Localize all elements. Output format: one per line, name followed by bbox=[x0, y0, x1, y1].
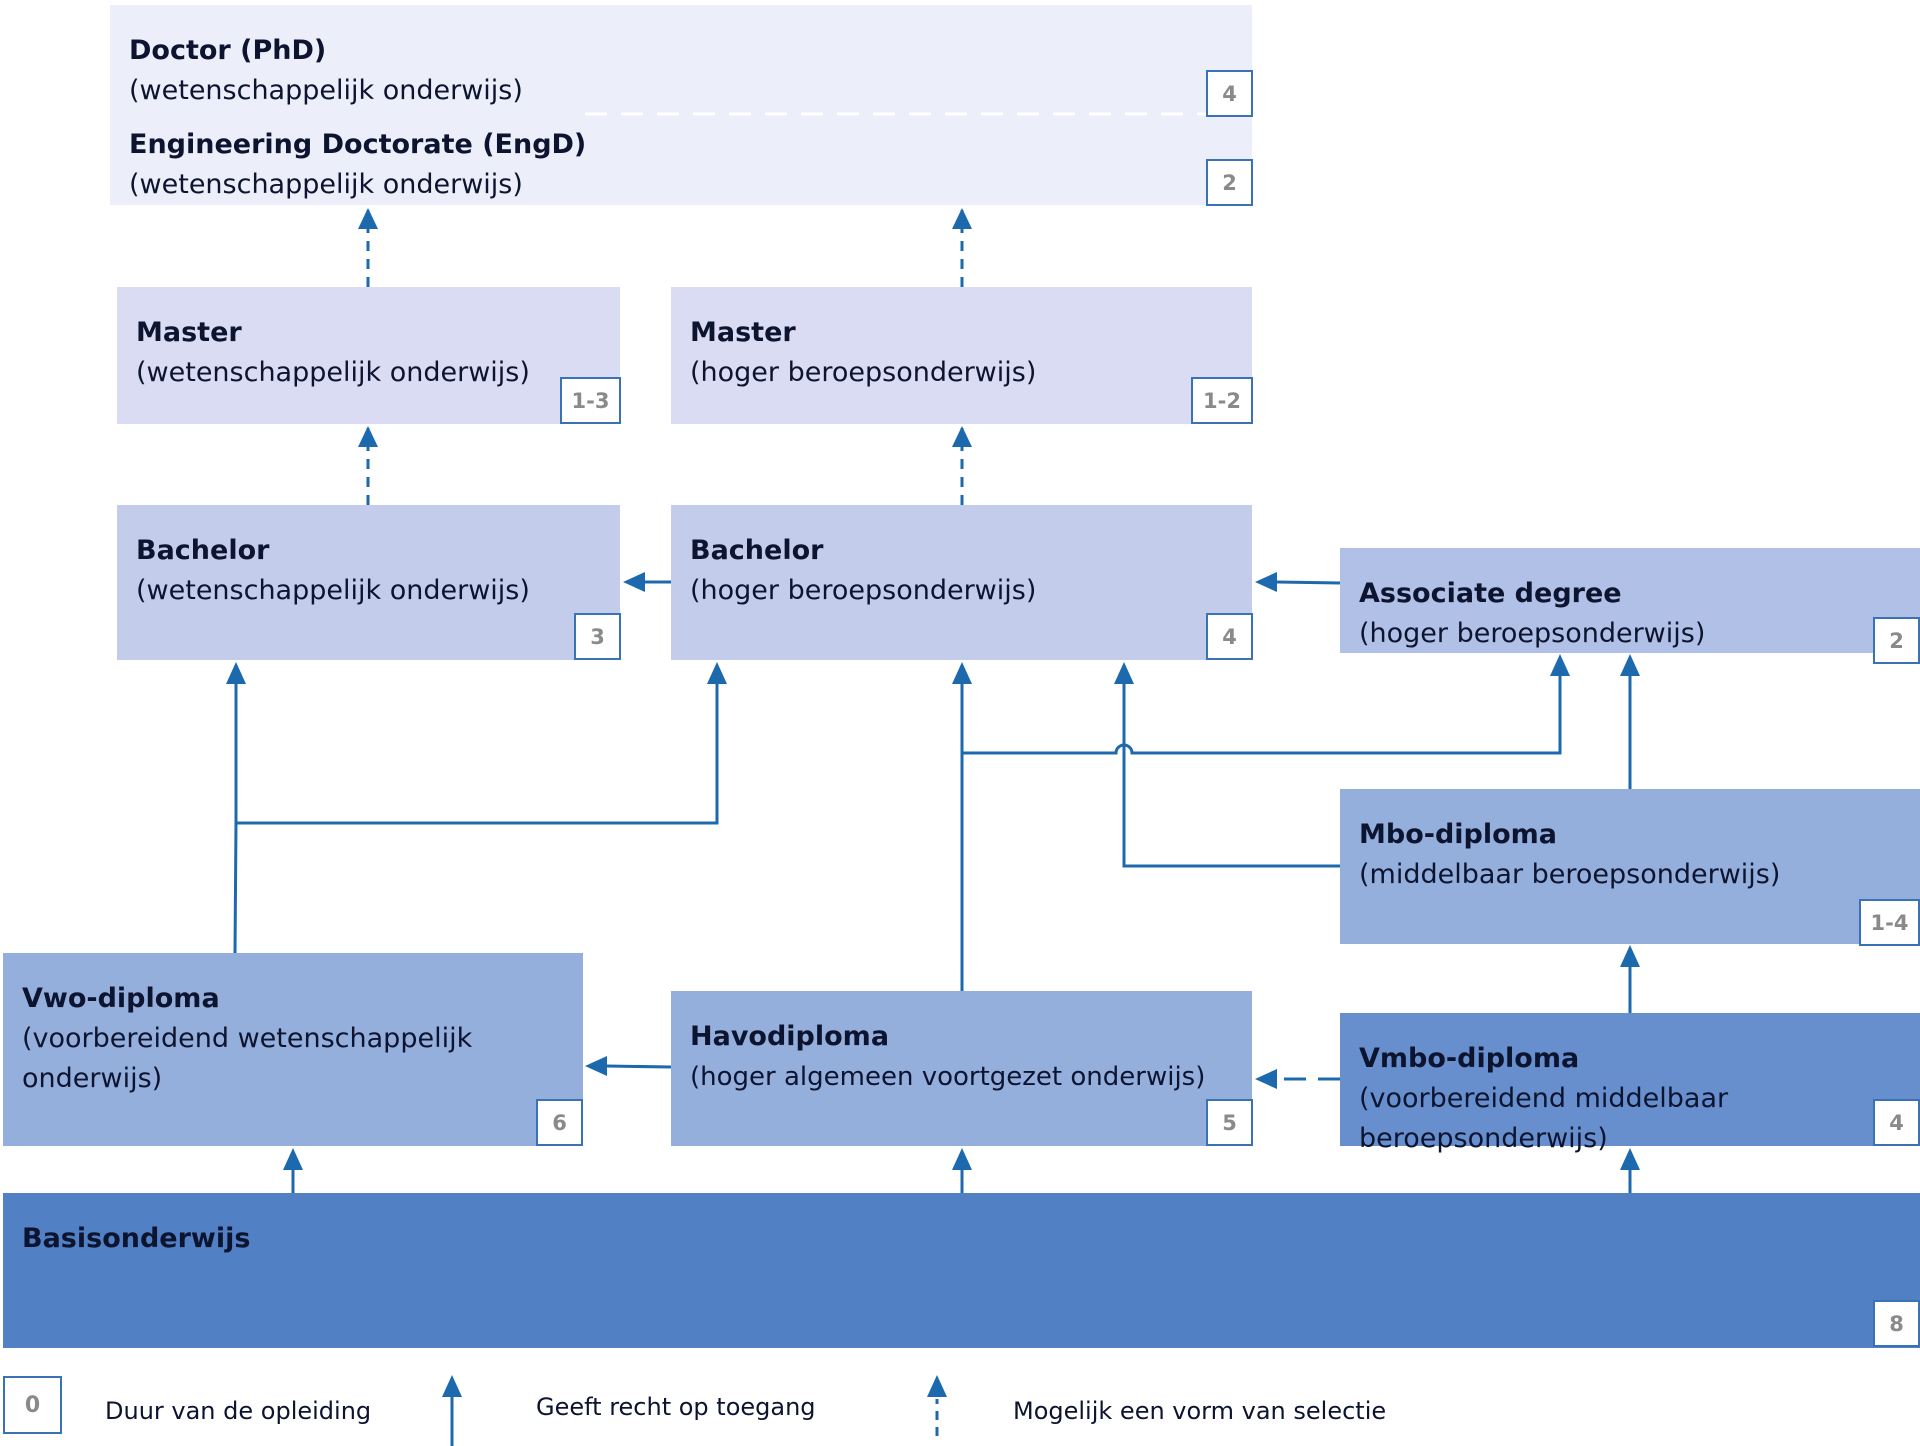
bachelor-hbo-subtitle: (hoger beroepsonderwijs) bbox=[690, 575, 1037, 606]
bachelor-wo-box: Bachelor (wetenschappelijk onderwijs) bbox=[117, 505, 620, 660]
arrowhead-bachelor-hbo-to-wo bbox=[623, 572, 645, 592]
phd-subtitle: (wetenschappelijk onderwijs) bbox=[129, 75, 523, 106]
arrowhead-mbo-to-bachelor-hbo bbox=[1114, 662, 1134, 684]
master-hbo-title: Master bbox=[690, 317, 796, 348]
arrowhead-master-hbo-to-phd bbox=[952, 208, 972, 229]
legend-duration-badge: 0 bbox=[3, 1376, 62, 1434]
arrowhead-havo-to-bachelor-hbo bbox=[952, 662, 972, 684]
phd-title: Doctor (PhD) bbox=[129, 35, 327, 66]
mbo-subtitle: (middelbaar beroepsonderwijs) bbox=[1359, 859, 1781, 890]
havo-subtitle: (hoger algemeen voortgezet onderwijs) bbox=[690, 1062, 1206, 1092]
mbo-title: Mbo-diploma bbox=[1359, 819, 1558, 850]
arrowhead-vwo-to-bachelor-wo bbox=[226, 662, 246, 684]
vmbo-title: Vmbo-diploma bbox=[1359, 1043, 1580, 1074]
vmbo-subtitle: (voorbereidend middelbaar beroepsonderwi… bbox=[1359, 1083, 1729, 1154]
vwo-box: Vwo-diploma (voorbereidend wetenschappel… bbox=[3, 953, 583, 1146]
bachelor-hbo-duration-badge: 4 bbox=[1206, 613, 1253, 660]
arrowhead-basis-to-vmbo bbox=[1620, 1148, 1640, 1170]
havo-title: Havodiploma bbox=[690, 1021, 890, 1052]
arrowhead-mbo-to-associate bbox=[1620, 654, 1640, 676]
arrowhead-vwo-to-bachelor-hbo bbox=[707, 662, 727, 684]
master-hbo-box: Master (hoger beroepsonderwijs) bbox=[671, 287, 1252, 424]
basis-duration-badge: 8 bbox=[1873, 1300, 1920, 1347]
master-wo-subtitle: (wetenschappelijk onderwijs) bbox=[136, 357, 530, 388]
havo-box: Havodiploma (hoger algemeen voortgezet o… bbox=[671, 991, 1252, 1146]
phd-engd-box: Doctor (PhD) (wetenschappelijk onderwijs… bbox=[110, 5, 1252, 205]
arrowhead-basis-to-vwo bbox=[283, 1148, 303, 1170]
arrow-mbo-to-bachelor-hbo bbox=[1122, 684, 1340, 868]
vmbo-duration-badge: 4 bbox=[1873, 1099, 1920, 1146]
arrowhead-master-wo-to-phd bbox=[358, 208, 378, 229]
legend-dashed-arrowhead bbox=[927, 1375, 947, 1397]
vwo-title: Vwo-diploma bbox=[22, 983, 220, 1014]
engd-title: Engineering Doctorate (EngD) bbox=[129, 129, 587, 160]
arrowhead-bachelor-wo-to-master bbox=[358, 426, 378, 447]
arrowhead-bachelor-hbo-to-master bbox=[952, 426, 972, 447]
legend-selection-label: Mogelijk een vorm van selectie bbox=[1013, 1397, 1387, 1425]
arrowhead-basis-to-havo bbox=[952, 1148, 972, 1170]
master-wo-title: Master bbox=[136, 317, 242, 348]
associate-subtitle: (hoger beroepsonderwijs) bbox=[1359, 618, 1706, 649]
arrow-vwo-to-bachelor-hbo bbox=[236, 684, 719, 825]
legend-access-label: Geeft recht op toegang bbox=[536, 1393, 816, 1421]
phd-duration-badge: 4 bbox=[1206, 70, 1253, 117]
bachelor-hbo-title: Bachelor bbox=[690, 535, 824, 566]
associate-box: Associate degree (hoger beroepsonderwijs… bbox=[1340, 548, 1920, 653]
arrowhead-associate-to-bachelor bbox=[1255, 572, 1277, 592]
associate-title: Associate degree bbox=[1359, 578, 1622, 609]
bachelor-wo-duration-badge: 3 bbox=[574, 613, 621, 660]
bachelor-hbo-box: Bachelor (hoger beroepsonderwijs) bbox=[671, 505, 1252, 660]
arrowhead-havo-to-associate bbox=[1550, 654, 1570, 676]
master-wo-duration-badge: 1-3 bbox=[560, 377, 621, 424]
vmbo-box: Vmbo-diploma (voorbereidend middelbaar b… bbox=[1340, 1013, 1920, 1154]
vwo-duration-badge: 6 bbox=[536, 1099, 583, 1146]
mbo-duration-badge: 1-4 bbox=[1859, 899, 1920, 946]
engd-duration-badge: 2 bbox=[1206, 159, 1253, 206]
arrowhead-havo-to-vwo bbox=[585, 1056, 607, 1076]
master-hbo-subtitle: (hoger beroepsonderwijs) bbox=[690, 357, 1037, 388]
arrow-havo-to-associate bbox=[962, 676, 1562, 755]
bachelor-wo-subtitle: (wetenschappelijk onderwijs) bbox=[136, 575, 530, 606]
basis-title: Basisonderwijs bbox=[22, 1223, 251, 1254]
associate-duration-badge: 2 bbox=[1873, 617, 1920, 664]
arrow-vwo-to-bachelor-wo bbox=[233, 684, 238, 954]
basis-box: Basisonderwijs bbox=[3, 1193, 1920, 1348]
arrow-associate-to-bachelor bbox=[1276, 580, 1341, 585]
arrowhead-vmbo-to-mbo bbox=[1620, 945, 1640, 967]
arrowhead-vmbo-to-havo bbox=[1255, 1069, 1277, 1089]
mbo-box: Mbo-diploma (middelbaar beroepsonderwijs… bbox=[1340, 789, 1920, 944]
legend-solid-arrowhead bbox=[442, 1375, 462, 1397]
havo-duration-badge: 5 bbox=[1206, 1099, 1253, 1146]
engd-subtitle: (wetenschappelijk onderwijs) bbox=[129, 169, 523, 200]
master-hbo-duration-badge: 1-2 bbox=[1191, 377, 1253, 424]
arrow-havo-to-vwo bbox=[606, 1064, 672, 1069]
vwo-subtitle: (voorbereidend wetenschappelijk onderwij… bbox=[22, 1023, 473, 1094]
legend-duration-label: Duur van de opleiding bbox=[105, 1397, 372, 1425]
master-wo-box: Master (wetenschappelijk onderwijs) bbox=[117, 287, 620, 424]
bachelor-wo-title: Bachelor bbox=[136, 535, 270, 566]
